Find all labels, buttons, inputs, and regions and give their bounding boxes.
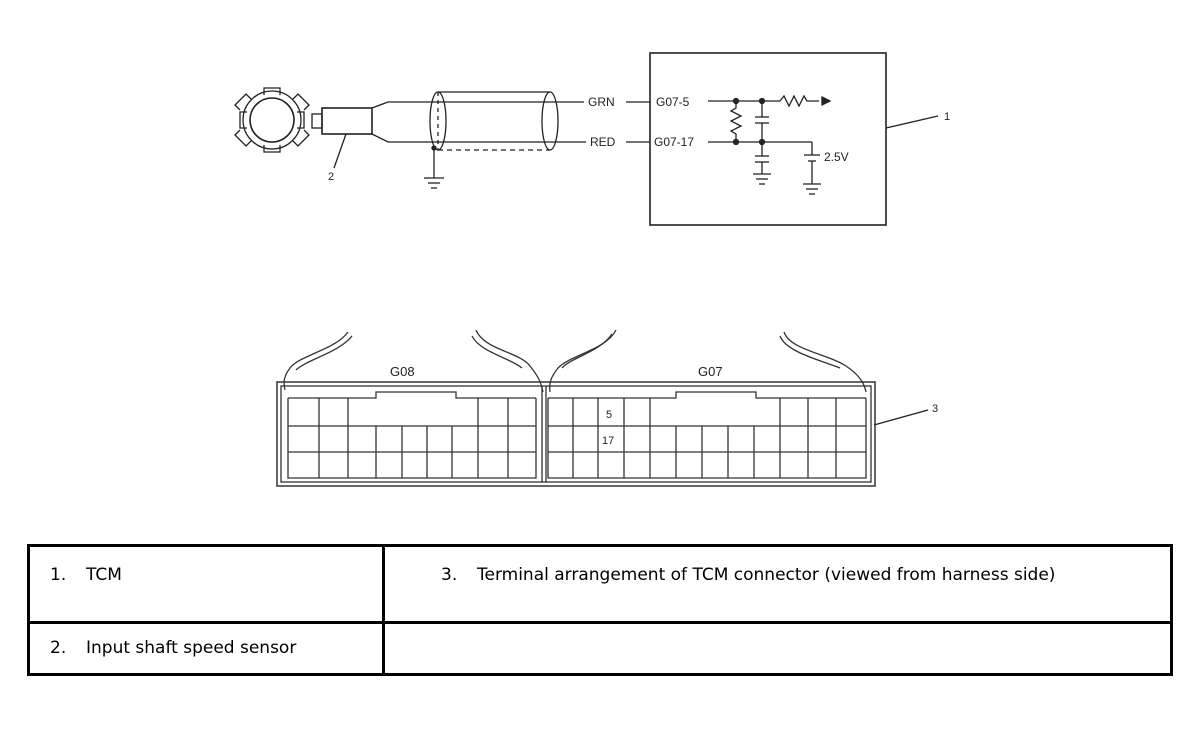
legend-text-terminal-arrangement: Terminal arrangement of TCM connector (v… [477,565,1056,585]
shielded-cable [424,91,650,189]
callout-2: 2 [328,171,334,183]
tcm-internal-circuit [708,94,832,195]
legend-text-input-shaft-speed-sensor: Input shaft speed sensor [86,638,297,658]
legend-row: 2. Input shaft speed sensor [27,621,1173,676]
speed-sensor-icon [311,101,430,169]
reference-voltage-label: 2.5V [824,150,849,164]
input-shaft-speed-sensor-schematic [234,52,939,426]
legend-table: 1. TCM 3. Terminal arrangement of TCM co… [27,544,1173,676]
callout-1: 1 [944,111,950,123]
pin-label-g07-17: G07-17 [654,135,694,149]
wire-color-red: RED [590,135,616,149]
legend-cell-empty [382,621,1173,676]
pin-number-17: 17 [602,435,614,447]
tone-wheel-icon [234,87,310,153]
legend-cell: 2. Input shaft speed sensor [27,621,385,676]
wiring-diagram: GRN RED G07-5 G07-17 2.5V 1 2 3 [234,52,950,487]
tcm-connector [276,329,876,487]
legend-cell: 1. TCM [27,544,385,624]
legend-number: 1. [50,565,67,585]
legend-number: 2. [50,638,67,658]
connector-label-g08: G08 [390,364,415,379]
legend-row: 1. TCM 3. Terminal arrangement of TCM co… [27,544,1173,624]
legend-number: 3. [441,565,458,585]
legend-cell: 3. Terminal arrangement of TCM connector… [382,544,1173,624]
wire-color-grn: GRN [588,95,615,109]
pin-label-g07-5: G07-5 [656,95,690,109]
legend-text-tcm: TCM [86,565,122,585]
tcm-box [649,52,887,226]
callout-3: 3 [932,403,938,415]
pin-number-5: 5 [606,409,612,421]
connector-label-g07: G07 [698,364,723,379]
